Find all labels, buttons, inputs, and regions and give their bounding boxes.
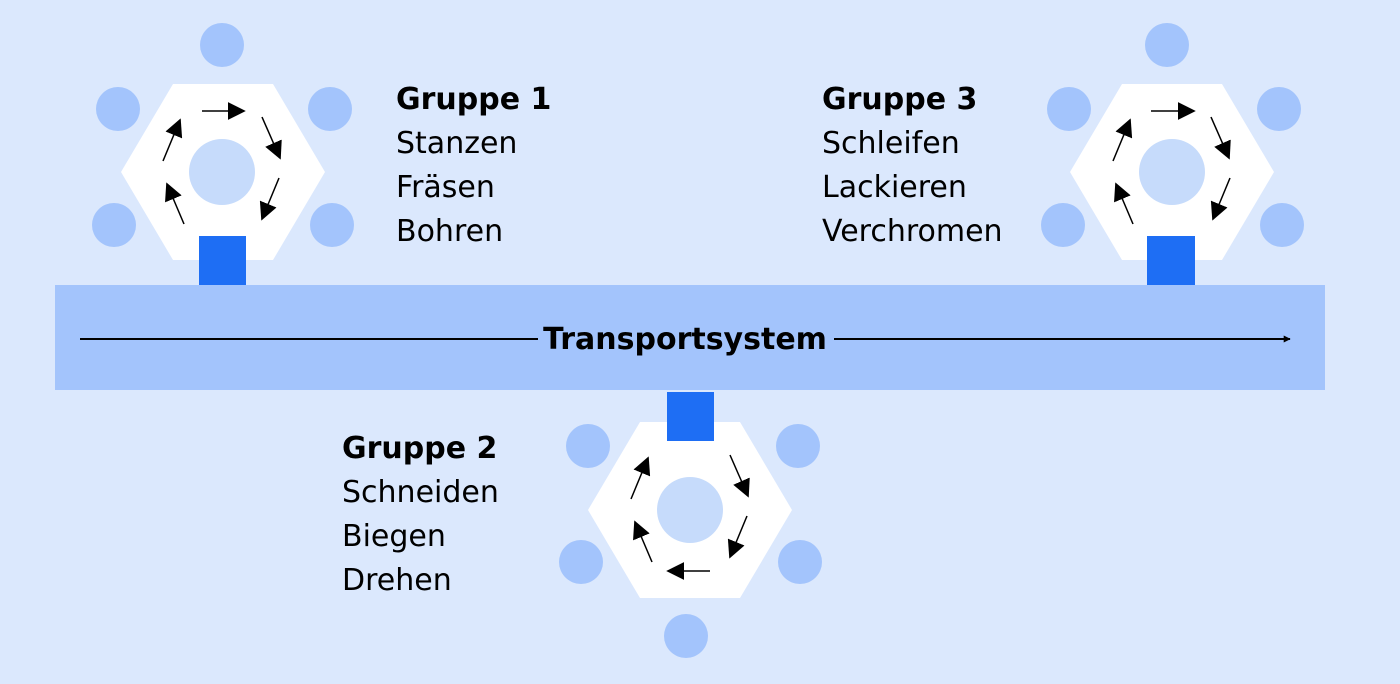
- rotation-arrows: [1112, 102, 1231, 225]
- group-title: Gruppe 1: [396, 82, 552, 117]
- station: [1257, 87, 1301, 131]
- group-1-label: Gruppe 1 Stanzen Fräsen Bohren: [396, 78, 551, 254]
- station: [1041, 203, 1085, 247]
- group-2-cell: [559, 392, 822, 658]
- group-title: Gruppe 2: [342, 431, 498, 466]
- group-step: Stanzen: [396, 126, 518, 161]
- group-1-cell: [92, 23, 354, 285]
- station: [1047, 87, 1091, 131]
- group-step: Fräsen: [396, 170, 495, 205]
- cell-hub: [1139, 139, 1205, 205]
- station: [200, 23, 244, 67]
- group-step: Schneiden: [342, 475, 499, 510]
- station: [664, 614, 708, 658]
- connector: [1147, 236, 1195, 285]
- station: [1260, 203, 1304, 247]
- station: [778, 540, 822, 584]
- station: [308, 87, 352, 131]
- group-step: Schleifen: [822, 126, 960, 161]
- rotation-arrows: [630, 454, 750, 580]
- group-3-label: Gruppe 3 Schleifen Lackieren Verchromen: [822, 78, 1003, 254]
- group-2-label: Gruppe 2 Schneiden Biegen Drehen: [342, 427, 499, 603]
- station: [559, 540, 603, 584]
- transport-band: [55, 285, 1325, 390]
- group-step: Verchromen: [822, 214, 1003, 249]
- station: [776, 424, 820, 468]
- cell-hub: [657, 477, 723, 543]
- station: [96, 87, 140, 131]
- group-title: Gruppe 3: [822, 82, 978, 117]
- station: [92, 203, 136, 247]
- group-3-cell: [1041, 23, 1304, 285]
- group-step: Lackieren: [822, 170, 967, 205]
- connector: [667, 392, 714, 441]
- transport-label: Transportsystem: [543, 322, 827, 357]
- group-step: Drehen: [342, 563, 452, 598]
- cell-hub: [189, 139, 255, 205]
- group-step: Biegen: [342, 519, 446, 554]
- group-step: Bohren: [396, 214, 504, 249]
- station: [310, 203, 354, 247]
- connector: [199, 236, 246, 285]
- station: [566, 424, 610, 468]
- station: [1145, 23, 1189, 67]
- rotation-arrows: [162, 102, 282, 225]
